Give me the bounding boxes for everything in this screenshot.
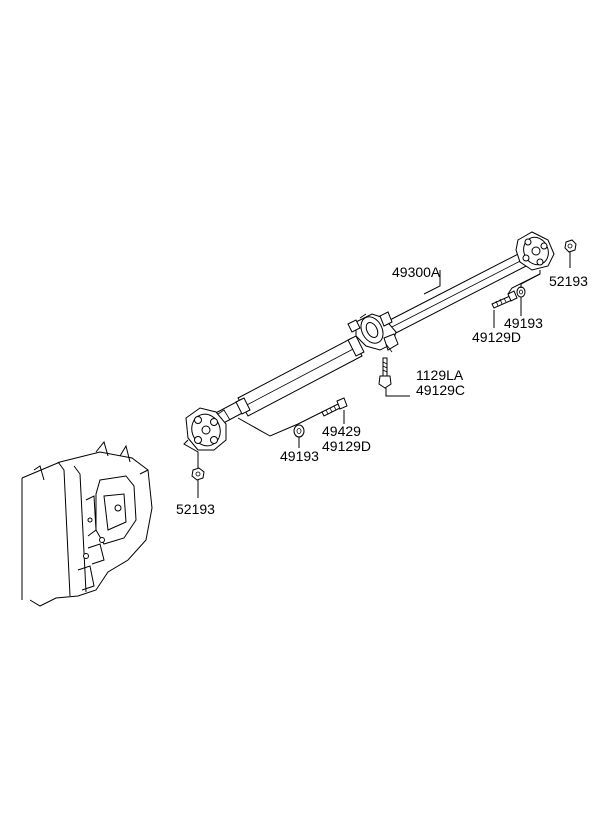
front-washer-49193: [293, 424, 305, 438]
label-rear-52193: 52193: [549, 273, 588, 289]
front-flange-coupling: [185, 407, 231, 451]
label-rear-49193: 49193: [504, 315, 543, 331]
label-front-49129d: 49129D: [322, 438, 371, 454]
label-49129c: 49129C: [416, 382, 465, 398]
transmission-housing: [21, 440, 153, 607]
label-rear-49129d: 49129D: [472, 329, 521, 345]
center-bearing-assembly: [347, 311, 399, 353]
leader-lines: [183, 252, 571, 498]
label-1129la: 1129LA: [416, 367, 464, 383]
rear-nut-52193: [564, 239, 577, 253]
callout-labels: 49300A 52193 49193 49129D 1129LA 49129C …: [176, 264, 588, 517]
front-nut-52193: [191, 467, 205, 481]
label-49300a: 49300A: [392, 264, 441, 280]
propeller-shaft: [209, 249, 535, 428]
rear-bolt-49129d: [491, 290, 518, 309]
center-bolt-1129la: [378, 357, 392, 389]
label-front-52193: 52193: [176, 501, 215, 517]
label-49429: 49429: [322, 423, 361, 439]
label-front-49193: 49193: [280, 448, 319, 464]
rear-washer-49193: [516, 286, 526, 298]
front-bolt-49129d: [321, 397, 348, 417]
rear-flange-coupling: [515, 231, 555, 271]
